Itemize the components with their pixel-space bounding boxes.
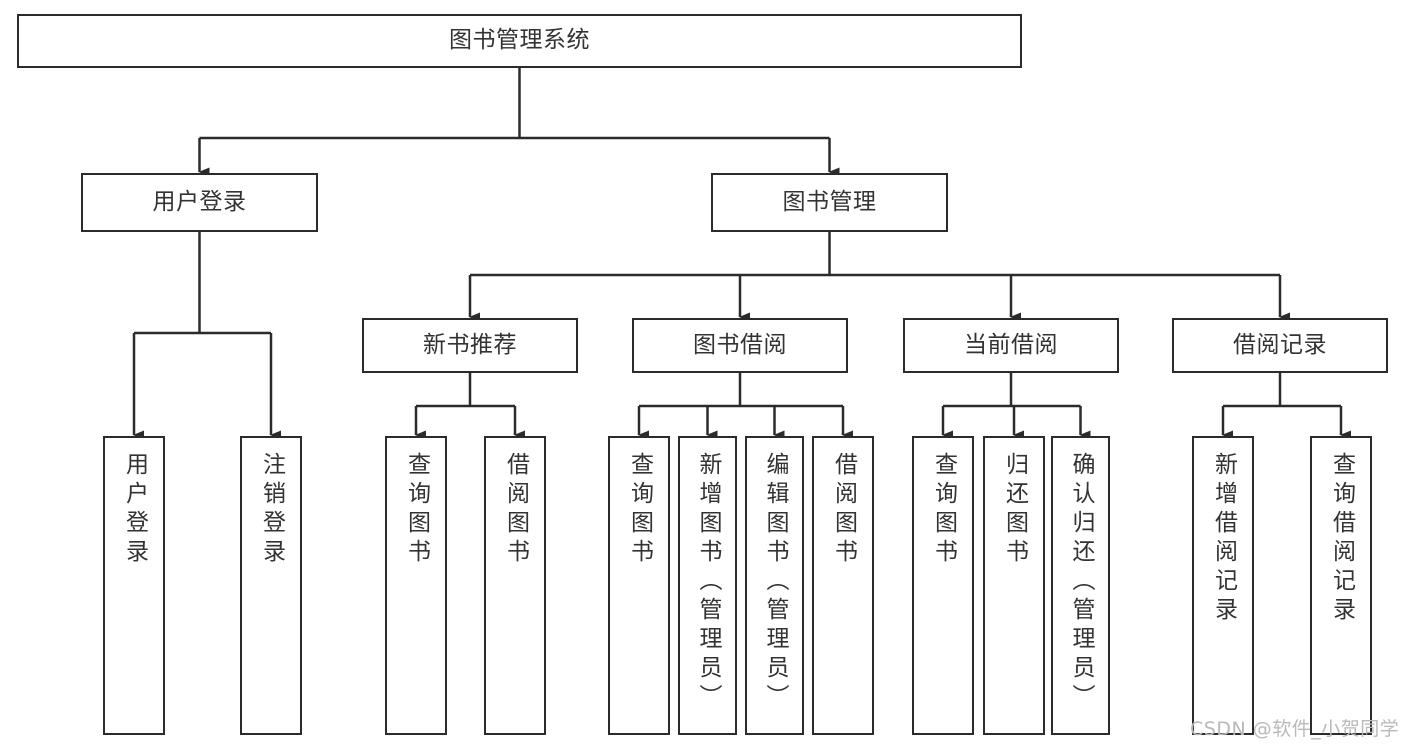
node-label: 借阅图书: [830, 452, 857, 568]
node-label: 用户登录: [152, 188, 247, 215]
node-label: 查询图书: [930, 452, 957, 568]
node-label: 借阅记录: [1233, 331, 1327, 358]
node-label: 新增图书（管理员）: [695, 452, 721, 713]
node-records[interactable]: 借阅记录: [1172, 318, 1388, 373]
node-label: 注销登录: [258, 452, 285, 568]
node-label: 新书推荐: [423, 331, 517, 358]
node-label: 编辑图书（管理员）: [762, 452, 788, 713]
node-leaf8[interactable]: 借阅图书: [812, 436, 874, 735]
node-label: 查询图书: [403, 452, 430, 568]
node-label: 图书管理系统: [449, 27, 590, 54]
node-label: 确认归还（管理员）: [1068, 452, 1094, 713]
node-newbook[interactable]: 新书推荐: [362, 318, 578, 373]
node-borrow[interactable]: 图书借阅: [632, 318, 848, 373]
node-label: 图书借阅: [693, 331, 787, 358]
node-leaf2[interactable]: 注销登录: [240, 436, 302, 735]
node-login[interactable]: 用户登录: [81, 173, 318, 232]
node-leaf11[interactable]: 确认归还（管理员）: [1051, 436, 1110, 735]
node-leaf9[interactable]: 查询图书: [912, 436, 974, 735]
node-leaf4[interactable]: 借阅图书: [484, 436, 546, 735]
node-leaf3[interactable]: 查询图书: [385, 436, 447, 735]
node-label: 查询图书: [626, 452, 653, 568]
node-leaf5[interactable]: 查询图书: [608, 436, 670, 735]
node-label: 用户登录: [121, 452, 148, 568]
node-root[interactable]: 图书管理系统: [17, 14, 1022, 68]
node-leaf1[interactable]: 用户登录: [103, 436, 165, 735]
node-label: 图书管理: [782, 188, 877, 215]
node-label: 借阅图书: [502, 452, 529, 568]
node-label: 当前借阅: [964, 331, 1058, 358]
node-leaf13[interactable]: 查询借阅记录: [1310, 436, 1372, 735]
node-label: 查询借阅记录: [1328, 452, 1355, 626]
node-leaf7[interactable]: 编辑图书（管理员）: [745, 436, 804, 735]
node-bookmgmt[interactable]: 图书管理: [711, 173, 948, 232]
node-label: 新增借阅记录: [1210, 452, 1237, 626]
node-label: 归还图书: [1001, 452, 1028, 568]
node-leaf10[interactable]: 归还图书: [983, 436, 1045, 735]
node-leaf6[interactable]: 新增图书（管理员）: [678, 436, 737, 735]
node-current[interactable]: 当前借阅: [903, 318, 1119, 373]
node-leaf12[interactable]: 新增借阅记录: [1192, 436, 1254, 735]
